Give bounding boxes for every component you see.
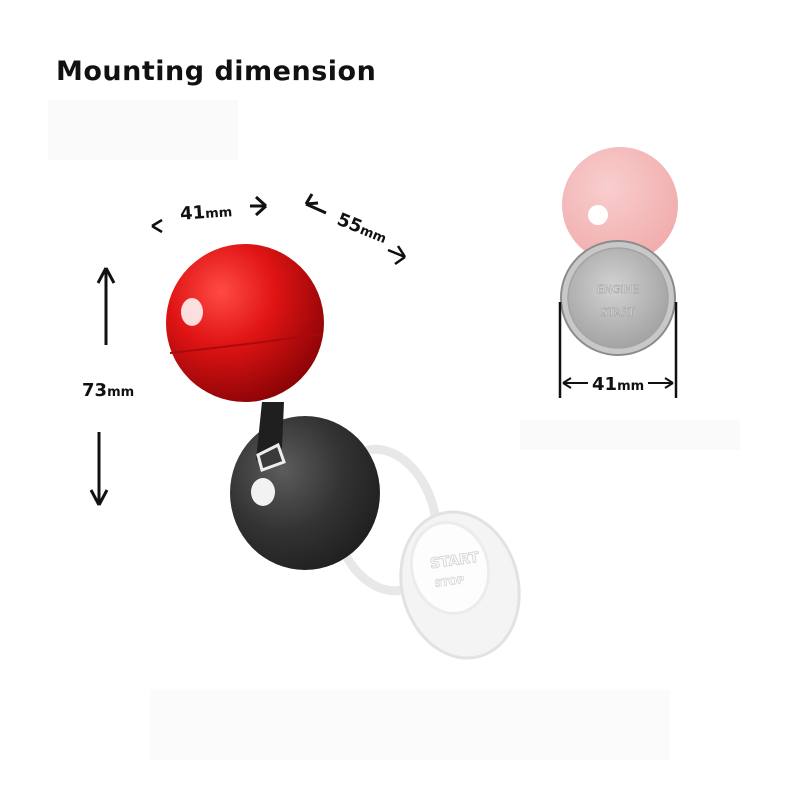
background-panel [520,420,740,450]
knob-base [230,416,380,570]
background-panel [48,100,238,160]
dimension-height: 73mm [82,380,135,401]
ghost-text-line2: STOP [434,575,465,590]
ball-highlight [181,298,203,326]
dimension-width-top: 41mm [179,202,233,225]
dome-highlight [251,478,275,506]
arrow-right-icon [648,377,674,389]
ghost-text-line1: START [429,550,480,573]
arrow-right-icon [250,195,268,217]
red-ball-knob [166,244,324,402]
arrow-left-icon [304,193,327,215]
background-panel [150,690,670,760]
dimension-width-base: 41mm [592,374,645,395]
button-text-line2: START [601,306,635,319]
ghost-ball-highlight [588,205,608,225]
button-text-line1: ENGINE [597,283,639,296]
top-view: ENGINE START [558,147,678,398]
arrow-right-icon [387,245,407,266]
arrow-down-icon [89,432,109,506]
arrow-up-icon [96,267,116,345]
arrow-left-icon [151,218,163,234]
white-button-face [409,520,491,616]
start-button-face [567,247,669,349]
arrow-left-icon [562,377,588,389]
ghost-ball [562,147,678,263]
knob-shaft [256,402,286,472]
red-ball [166,244,324,402]
page-title: Mounting dimension [56,56,377,87]
